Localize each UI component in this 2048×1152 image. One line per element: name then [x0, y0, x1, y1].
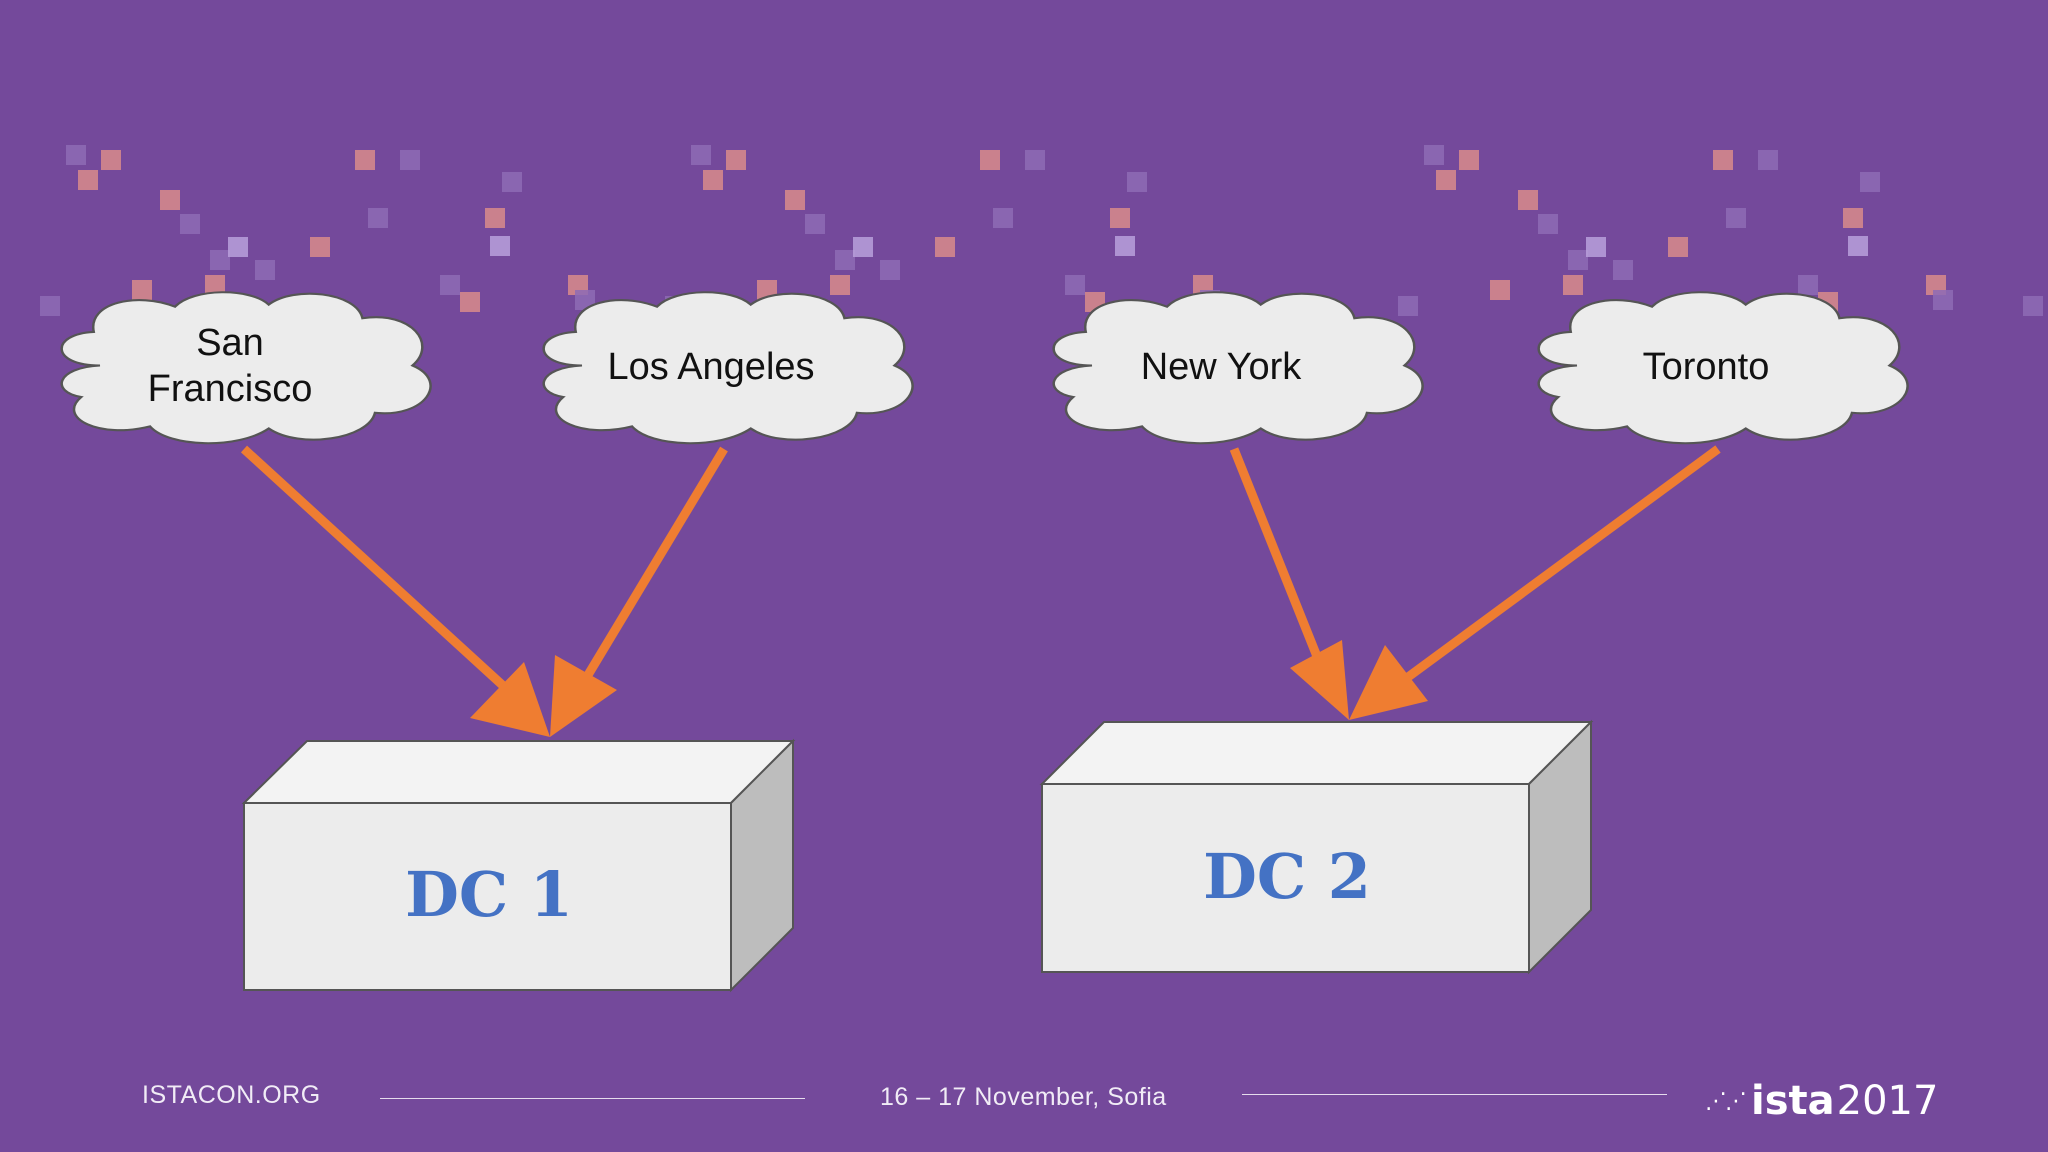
- pixel-square: [1490, 280, 1510, 300]
- pixel-square: [880, 260, 900, 280]
- footer-divider-left: [380, 1098, 805, 1099]
- pixel-square: [703, 170, 723, 190]
- logo-mark-icon: ⋰⋰: [1705, 1088, 1747, 1114]
- pixel-square: [691, 145, 711, 165]
- cloud-label-line: San: [196, 322, 264, 364]
- pixel-square: [1538, 214, 1558, 234]
- pixel-square: [368, 208, 388, 228]
- pixel-square: [1563, 275, 1583, 295]
- pixel-square: [980, 150, 1000, 170]
- pixel-square: [1459, 150, 1479, 170]
- footer-date-place: 16 – 17 November, Sofia: [880, 1083, 1167, 1111]
- pixel-square: [1127, 172, 1147, 192]
- pixel-square: [255, 260, 275, 280]
- pixel-square: [460, 292, 480, 312]
- pixel-decoration: [40, 145, 2043, 316]
- pixel-square: [1848, 236, 1868, 256]
- arrow-toronto-to-dc2: [1349, 445, 1721, 720]
- pixel-square: [1518, 190, 1538, 210]
- pixel-square: [1933, 290, 1953, 310]
- cloud-label-new-york: New York: [1140, 346, 1302, 388]
- footer-site-link[interactable]: ISTACON.ORG: [142, 1081, 321, 1109]
- arrow-ny-to-dc2: [1229, 447, 1349, 720]
- footer-divider-right: [1242, 1094, 1667, 1095]
- pixel-square: [1424, 145, 1444, 165]
- pixel-square: [78, 170, 98, 190]
- pixel-square: [1398, 296, 1418, 316]
- pixel-square: [726, 150, 746, 170]
- pixel-square: [1065, 275, 1085, 295]
- pixel-square: [1843, 208, 1863, 228]
- pixel-square: [1613, 260, 1633, 280]
- pixel-square: [1110, 208, 1130, 228]
- logo-word: ista: [1751, 1078, 1835, 1124]
- pixel-square: [835, 250, 855, 270]
- cloud-label-line: Francisco: [147, 368, 313, 410]
- arrow-la-to-dc1: [550, 446, 728, 737]
- pixel-square: [1115, 236, 1135, 256]
- pixel-square: [805, 214, 825, 234]
- arrow-sf-to-dc1: [240, 445, 550, 737]
- pixel-square: [490, 236, 510, 256]
- pixel-square: [1436, 170, 1456, 190]
- pixel-square: [228, 237, 248, 257]
- pixel-square: [132, 280, 152, 300]
- pixel-square: [66, 145, 86, 165]
- pixel-square: [1860, 172, 1880, 192]
- pixel-square: [1586, 237, 1606, 257]
- pixel-square: [1798, 275, 1818, 295]
- pixel-square: [935, 237, 955, 257]
- pixel-square: [785, 190, 805, 210]
- pixel-square: [40, 296, 60, 316]
- pixel-square: [210, 250, 230, 270]
- pixel-square: [180, 214, 200, 234]
- pixel-square: [101, 150, 121, 170]
- cloud-label-san-francisco: San Francisco: [80, 320, 380, 412]
- pixel-square: [575, 290, 595, 310]
- pixel-square: [1668, 237, 1688, 257]
- datacenter-box-2: [1039, 719, 1594, 975]
- cloud-label-toronto: Toronto: [1642, 346, 1770, 388]
- pixel-square: [502, 172, 522, 192]
- cloud-label-los-angeles: Los Angeles: [607, 346, 815, 388]
- pixel-square: [2023, 296, 2043, 316]
- pixel-square: [993, 208, 1013, 228]
- logo-year: 2017: [1836, 1078, 1939, 1124]
- pixel-square: [205, 275, 225, 295]
- pixel-square: [355, 150, 375, 170]
- pixel-square: [853, 237, 873, 257]
- pixel-square: [830, 275, 850, 295]
- pixel-square: [1758, 150, 1778, 170]
- pixel-square: [440, 275, 460, 295]
- pixel-square: [160, 190, 180, 210]
- datacenter-label-2: DC 2: [1203, 840, 1371, 913]
- pixel-square: [1568, 250, 1588, 270]
- pixel-square: [1713, 150, 1733, 170]
- datacenter-box-1: [241, 738, 796, 993]
- pixel-square: [400, 150, 420, 170]
- pixel-square: [1726, 208, 1746, 228]
- pixel-square: [310, 237, 330, 257]
- pixel-square: [485, 208, 505, 228]
- pixel-square: [1025, 150, 1045, 170]
- ista-logo: ⋰⋰ ista 2017: [1705, 1078, 1938, 1124]
- datacenter-label-1: DC 1: [405, 858, 573, 931]
